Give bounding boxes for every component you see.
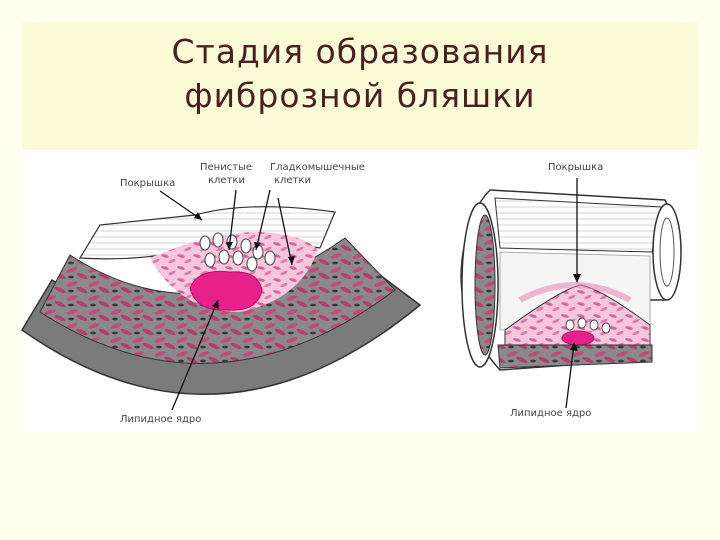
label-lipid-core-right: Липидное ядро <box>510 408 591 420</box>
label-lipid-core-left: Липидное ядро <box>120 414 201 426</box>
label-smooth-muscle-line2: клетки <box>274 175 311 187</box>
right-artery-tube <box>461 178 681 408</box>
label-foam-cells-line1: Пенистые <box>200 162 252 174</box>
label-smooth-muscle-line1: Гладкомышечные <box>270 162 365 174</box>
label-cap-right: Покрышка <box>548 162 603 174</box>
label-cap-left: Покрышка <box>120 178 175 190</box>
label-foam-cells-line2: клетки <box>208 175 245 187</box>
left-artery-section <box>22 190 420 410</box>
